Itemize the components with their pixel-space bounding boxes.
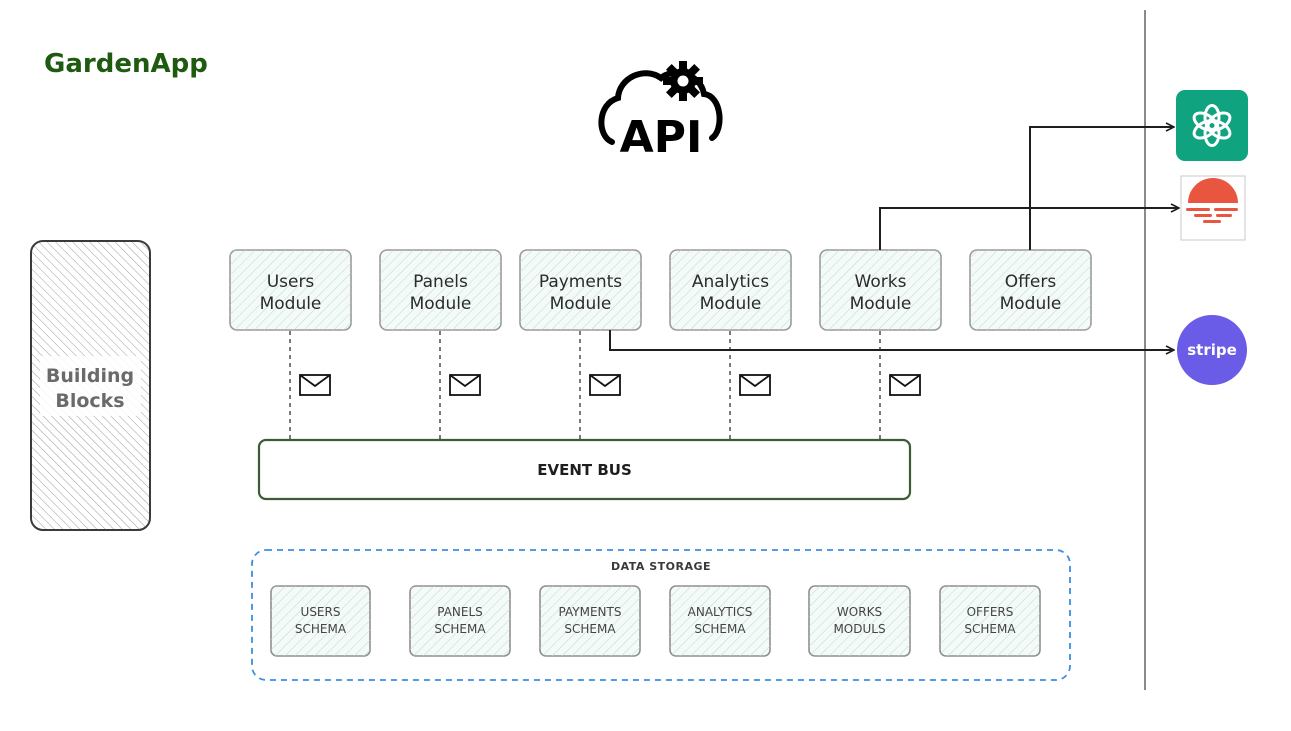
schema-analytics-line1: ANALYTICS [688, 605, 753, 619]
schema-payments[interactable]: PAYMENTS SCHEMA [539, 585, 641, 657]
module-users[interactable]: Users Module [229, 249, 352, 331]
module-analytics-line2: Module [700, 294, 762, 314]
openai-icon[interactable] [1176, 90, 1248, 161]
event-bus-label: EVENT BUS [537, 461, 632, 479]
stripe-label: stripe [1187, 341, 1237, 359]
data-storage-title: DATA STORAGE [611, 560, 711, 573]
module-users-line1: Users [267, 272, 315, 292]
schema-analytics-line2: SCHEMA [694, 622, 746, 636]
module-payments[interactable]: Payments Module [519, 249, 642, 331]
cloud-gear-icon [598, 61, 723, 145]
event-bus: EVENT BUS [257, 438, 912, 501]
module-payments-line1: Payments [539, 272, 622, 292]
module-panels-line1: Panels [413, 272, 468, 292]
schema-panels-line2: SCHEMA [434, 622, 486, 636]
app-title: GardenApp [44, 49, 208, 79]
module-payments-line2: Module [550, 294, 612, 314]
sunset-logo-icon[interactable] [1180, 175, 1246, 241]
data-storage: DATA STORAGE [251, 549, 1071, 681]
envelope-icon [589, 374, 621, 396]
building-blocks-box: Building Blocks [30, 240, 151, 531]
schema-works-line1: WORKS [837, 605, 882, 619]
building-blocks-line1: Building [46, 365, 134, 387]
schema-offers[interactable]: OFFERS SCHEMA [939, 585, 1041, 657]
payments-to-stripe-arrow [609, 330, 1174, 350]
schema-panels-line1: PANELS [437, 605, 483, 619]
module-offers-line2: Module [1000, 294, 1062, 314]
schema-panels[interactable]: PANELS SCHEMA [409, 585, 511, 657]
works-to-sunset-arrow [879, 208, 1179, 250]
schema-offers-line2: SCHEMA [964, 622, 1016, 636]
offers-to-openai-arrow [1029, 127, 1174, 250]
schema-users-line1: USERS [301, 605, 341, 619]
module-users-line2: Module [260, 294, 322, 314]
module-panels[interactable]: Panels Module [379, 249, 502, 331]
api-label: API [620, 112, 703, 163]
module-works-line1: Works [855, 272, 907, 292]
module-analytics[interactable]: Analytics Module [669, 249, 792, 331]
schema-payments-line2: SCHEMA [564, 622, 616, 636]
stripe-icon[interactable]: stripe [1177, 315, 1247, 385]
module-works[interactable]: Works Module [819, 249, 942, 331]
envelope-icon [739, 374, 771, 396]
schema-users[interactable]: USERS SCHEMA [270, 585, 371, 657]
schema-analytics[interactable]: ANALYTICS SCHEMA [669, 585, 771, 657]
schema-payments-line1: PAYMENTS [559, 605, 622, 619]
module-offers-line1: Offers [1005, 272, 1057, 292]
envelope-icon [299, 374, 331, 396]
envelope-icon [449, 374, 481, 396]
building-blocks-line2: Blocks [55, 390, 124, 412]
module-analytics-line1: Analytics [692, 272, 769, 292]
schema-works[interactable]: WORKS MODULS [808, 585, 911, 657]
module-works-line2: Module [850, 294, 912, 314]
schema-offers-line1: OFFERS [967, 605, 1014, 619]
bus-connectors [289, 331, 881, 440]
module-offers[interactable]: Offers Module [969, 249, 1092, 331]
module-panels-line2: Module [410, 294, 472, 314]
schema-works-line2: MODULS [833, 622, 885, 636]
envelope-icon [889, 374, 921, 396]
schema-users-line2: SCHEMA [295, 622, 347, 636]
